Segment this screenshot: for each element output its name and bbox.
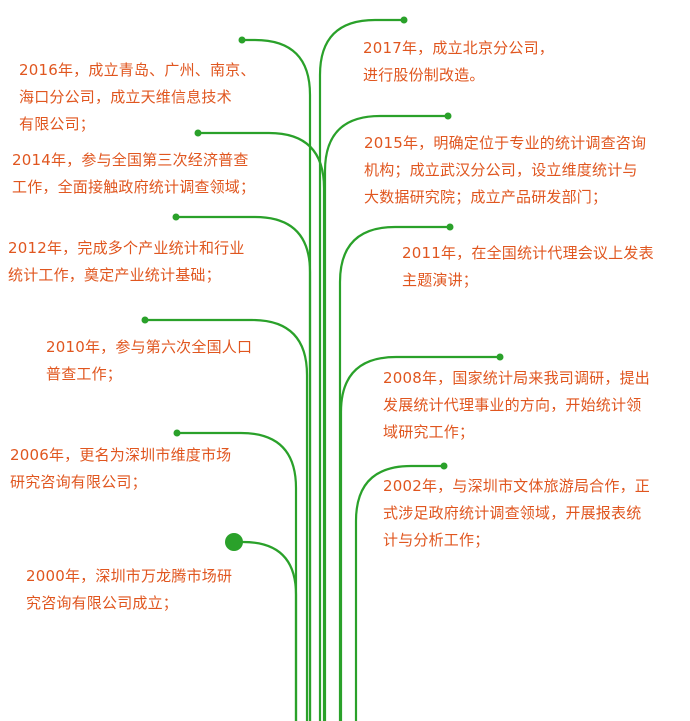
branch-2011-dot <box>446 223 454 231</box>
branch-2000-dot <box>225 533 243 551</box>
branch-2008 <box>339 355 502 721</box>
branch-2006-dot <box>173 429 181 437</box>
event-2011: 2011年，在全国统计代理会议上发表 主题演讲； <box>402 244 654 289</box>
branch-2017-dot <box>400 16 408 24</box>
branch-2010 <box>143 318 309 721</box>
branch-2002-dot <box>440 462 448 470</box>
event-2016: 2016年，成立青岛、广州、南京、 海口分公司，成立天维信息技术 有限公司； <box>19 61 256 133</box>
branch-2006 <box>175 431 298 721</box>
branch-2012 <box>174 215 312 721</box>
event-2010: 2010年，参与第六次全国人口 普查工作； <box>46 338 253 383</box>
branch-2011 <box>338 225 452 721</box>
event-2014: 2014年，参与全国第三次经济普查 工作，全面接触政府统计调查领域； <box>12 151 256 196</box>
branch-2014 <box>196 131 326 721</box>
branch-2017 <box>318 18 406 721</box>
event-2002: 2002年，与深圳市文体旅游局合作，正 式涉足政府统计调查领域，开展报表统 计与… <box>383 477 650 549</box>
branch-2010-dot <box>141 316 149 324</box>
event-2008: 2008年，国家统计局来我司调研，提出 发展统计代理事业的方向，开始统计领 域研… <box>383 369 650 441</box>
branch-2002 <box>354 464 446 721</box>
branch-2008-dot <box>496 353 504 361</box>
branch-2012-dot <box>172 213 180 221</box>
event-2012: 2012年，完成多个产业统计和行业 统计工作，奠定产业统计基础； <box>8 239 245 284</box>
event-2017: 2017年，成立北京分公司， 进行股份制改造。 <box>363 39 554 84</box>
branch-2015-dot <box>444 112 452 120</box>
event-2015: 2015年，明确定位于专业的统计调查咨询 机构；成立武汉分公司，设立维度统计与 … <box>364 134 647 206</box>
event-2006: 2006年，更名为深圳市维度市场 研究咨询有限公司； <box>10 446 232 491</box>
branch-2016-dot <box>238 36 246 44</box>
branch-2016 <box>240 38 312 721</box>
branch-2015 <box>323 114 450 721</box>
event-2000: 2000年，深圳市万龙腾市场研 究咨询有限公司成立； <box>26 567 233 612</box>
branch-2014-dot <box>194 129 202 137</box>
branch-2000 <box>232 540 298 721</box>
